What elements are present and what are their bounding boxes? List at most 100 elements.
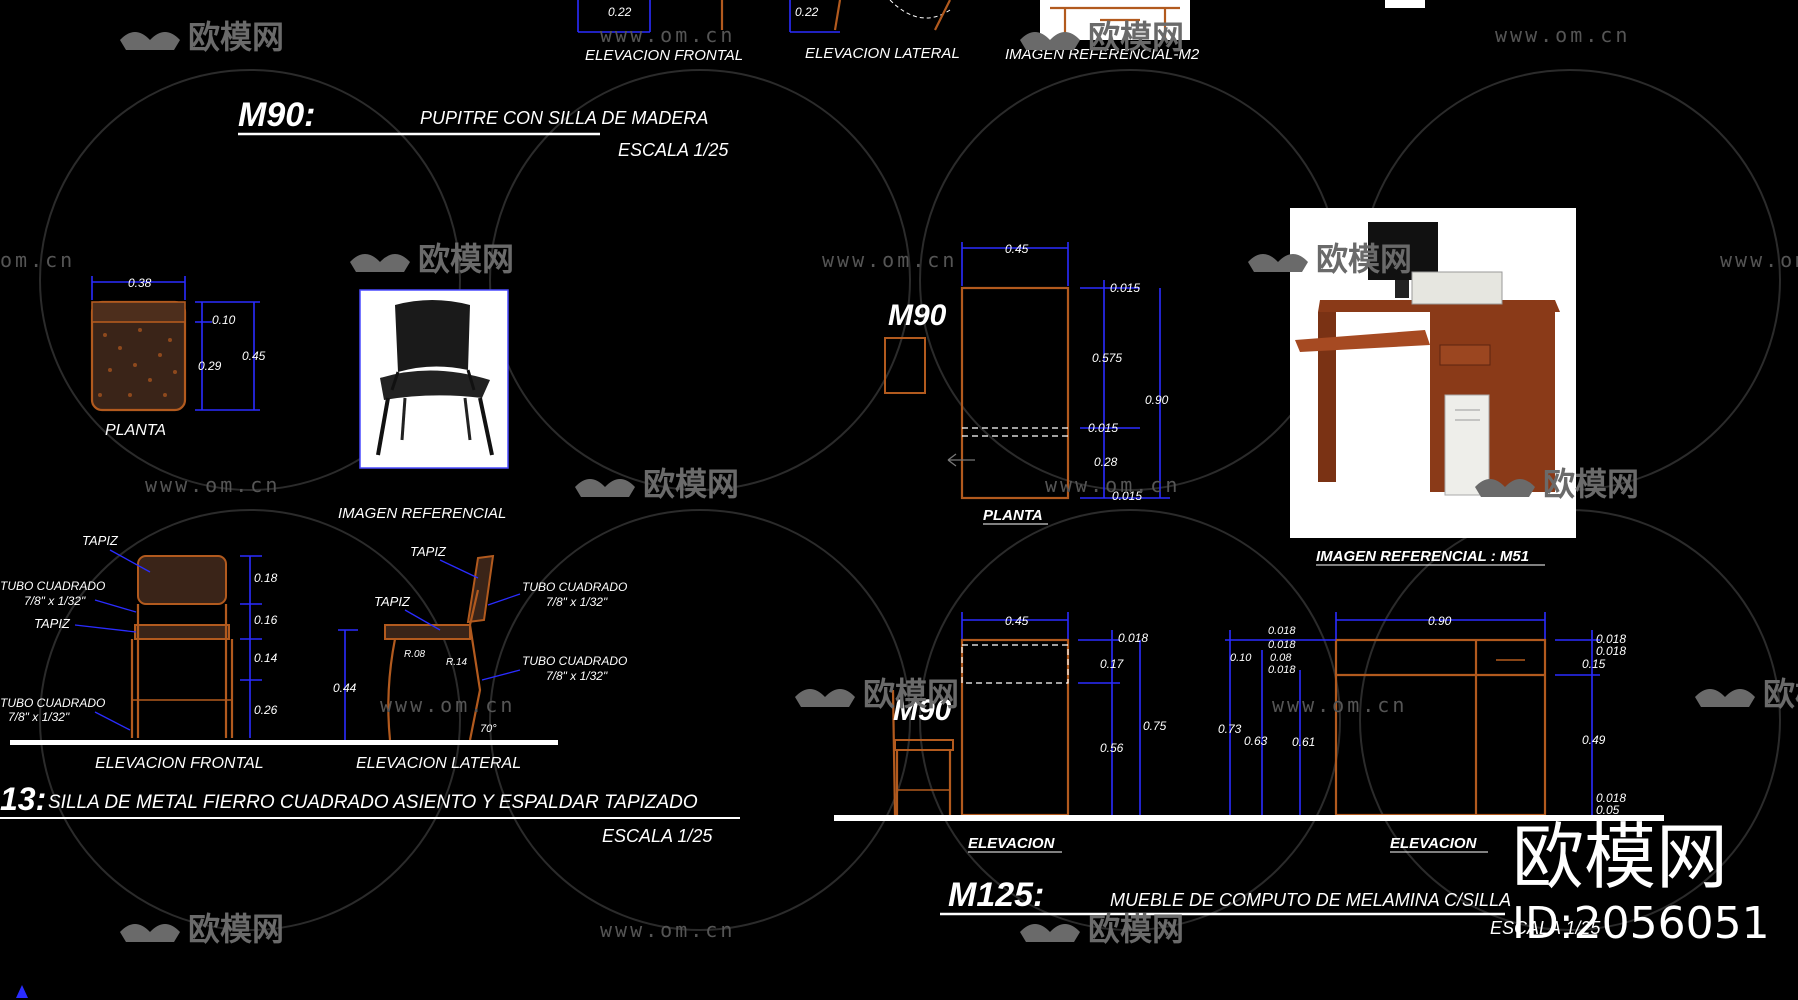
wm-url-6: www.om.cn [1045,473,1180,497]
m125-elev2-width: 0.90 [1428,614,1452,628]
watermark-7: 欧模网 [795,675,959,713]
frontal-tubo-1: TUBO CUADRADO [0,579,105,593]
wm-brand-2: 欧模网 [1088,18,1184,56]
frontal-tapiz-mid: TAPIZ [34,616,71,631]
m125-plan-label: PLANTA [983,507,1043,524]
wm-brand-4: 欧模网 [1316,240,1412,278]
lateral-tubo-a: TUBO CUADRADO [522,580,627,594]
chair-title: SILLA DE METAL FIERRO CUADRADO ASIENTO Y… [48,792,698,813]
chair-image-label: IMAGEN REFERENCIAL [338,505,506,522]
m125-elev2-right-1: 0.018 [1596,632,1626,646]
wm-id: ID:2056051 [1512,898,1770,949]
lateral-tubo-ab: 7/8" x 1/32" [546,595,608,609]
lateral-tubo-bb: 7/8" x 1/32" [546,669,608,683]
m125-plan-dim-1: 0.015 [1110,281,1140,295]
wm-brand-9: 欧模网 [188,910,284,948]
wm-brand-6: 欧模网 [1543,465,1639,503]
chair-frontal-dim-1: 0.18 [254,571,278,585]
chair-scale: ESCALA 1/25 [602,826,713,846]
lateral-tubo-b: TUBO CUADRADO [522,654,627,668]
wm-url-3: www.om.cn [822,248,957,272]
m125-elev1-dim-4: 0.56 [1100,741,1124,755]
watermarks: 欧模网 www.om.cn 欧模网 www.om.cn om.cn 欧模网 ww… [0,18,1798,998]
m125-plan-code: M90 [888,299,947,332]
chair-plan-dim-total: 0.45 [242,349,266,363]
m125-ground-and-title: M125: MUEBLE DE COMPUTO DE MELAMINA C/SI… [834,815,1664,938]
watermark-8: 欧模网 [1695,675,1798,713]
m125-plan-dim-3: 0.90 [1145,393,1169,407]
watermark-3: 欧模网 [350,240,514,278]
lateral-tapiz-top: TAPIZ [410,544,447,559]
wm-url-1: www.om.cn [600,23,735,47]
m125-elev2-left-8: 0.61 [1292,735,1315,749]
m125-elev2-left-7: 0.63 [1244,734,1268,748]
m125-code: M125: [948,876,1044,914]
m125-elev2-left-2: 0.018 [1268,639,1296,651]
top-label-image: IMAGEN REFERENCIAL-M2 [1005,46,1200,63]
wm-brand-3: 欧模网 [418,240,514,278]
watermark-9: 欧模网 [120,910,284,948]
m125-elev1-label: ELEVACION [968,835,1056,852]
frontal-tubo-1b: 7/8" x 1/32" [24,594,86,608]
m125-elev2-left-4: 0.08 [1270,652,1292,664]
wm-brand-7: 欧模网 [863,675,959,713]
chair-plan-label: PLANTA [105,422,166,439]
m125-elev2-label: ELEVACION [1390,835,1478,852]
m90-desk-title-block: M90: PUPITRE CON SILLA DE MADERA ESCALA … [238,96,729,160]
watermark-1: 欧模网 [120,18,284,56]
m125-scale: ESCALA 1/25 [1490,918,1601,938]
wm-brand-5: 欧模网 [643,465,739,503]
m125-elevation-2: 0.90 0.018 0.018 0.10 0.08 0.018 0.73 0.… [1218,612,1626,853]
m125-elev1-width: 0.45 [1005,614,1029,628]
wm-brand-8: 欧模网 [1763,675,1798,713]
watermark-4: 欧模网 [1248,240,1412,278]
m90-code: M90: [238,96,315,134]
m125-elev2-right-4: 0.49 [1582,733,1606,747]
wm-url-4: www.om.cn [1720,248,1798,272]
top-label-frontal: ELEVACION FRONTAL [585,47,743,64]
frontal-tubo-2: TUBO CUADRADO [0,696,105,710]
chair-lateral-elevation: 0.44 R.08 R.14 70° TAPIZ TAPIZ TUBO CUAD… [333,544,627,741]
m125-elev1-dim-3: 0.75 [1143,719,1167,733]
watermark-2: 欧模网 [1020,18,1184,56]
m125-plan-view: 0.45 M90 0.015 0.575 0.90 0.015 0.28 0.0… [884,242,1170,525]
chair-frontal-dim-4: 0.26 [254,703,278,717]
chair-title-code: 13: [0,781,46,817]
m125-plan-width: 0.45 [1005,242,1029,256]
m125-elev2-right-5: 0.018 [1596,791,1626,805]
chair-plan-width: 0.38 [128,276,152,290]
chair-reference-image: IMAGEN REFERENCIAL [338,289,509,522]
lateral-angle: 70° [480,723,497,735]
lateral-height: 0.44 [333,681,357,695]
chair-plan-dim-seat: 0.29 [198,359,222,373]
m125-elev1-code: M90 [893,694,952,727]
m125-elev2-left-6: 0.73 [1218,722,1242,736]
chair-frontal-label: ELEVACION FRONTAL [95,755,264,772]
watermark-6: 欧模网 [1475,465,1639,503]
chair-plan-dim-top: 0.10 [212,313,236,327]
frontal-tubo-2b: 7/8" x 1/32" [8,710,70,724]
m125-elev2-left-5: 0.018 [1268,664,1296,676]
chair-ground-and-title: ELEVACION FRONTAL ELEVACION LATERAL 13: … [0,740,740,846]
m125-plan-dim-2: 0.575 [1092,351,1122,365]
m125-elev1-dim-2: 0.17 [1100,657,1125,671]
m125-elev2-right-3: 0.15 [1582,657,1606,671]
wm-big-brand: 欧模网 [1512,815,1728,899]
m90-title: PUPITRE CON SILLA DE MADERA [420,108,708,128]
m125-title: MUEBLE DE COMPUTO DE MELAMINA C/SILLA [1110,890,1511,910]
wm-url-partial-1: om.cn [0,248,75,272]
top-dim-a: 0.22 [608,5,632,19]
m125-elev2-left-1: 0.018 [1268,625,1296,637]
wm-brand-1: 欧模网 [188,18,284,56]
top-label-lateral: ELEVACION LATERAL [805,45,960,62]
m125-elev1-dim-1: 0.018 [1118,631,1148,645]
chair-frontal-elevation: 0.18 0.16 0.14 0.26 TAPIZ TUBO CUADRADO … [0,533,278,738]
wm-brand-10: 欧模网 [1088,910,1184,948]
top-strip: 0.22 0.22 ELEVACION FRONTAL ELEVACION LA… [577,0,1425,64]
chair-plan-view: 0.38 0.10 0.29 0.45 PLANTA [90,276,266,439]
lateral-tapiz-seat: TAPIZ [374,594,411,609]
wm-url-2: www.om.cn [1495,23,1630,47]
chair-frontal-dim-3: 0.14 [254,651,278,665]
wm-url-9: www.om.cn [600,918,735,942]
